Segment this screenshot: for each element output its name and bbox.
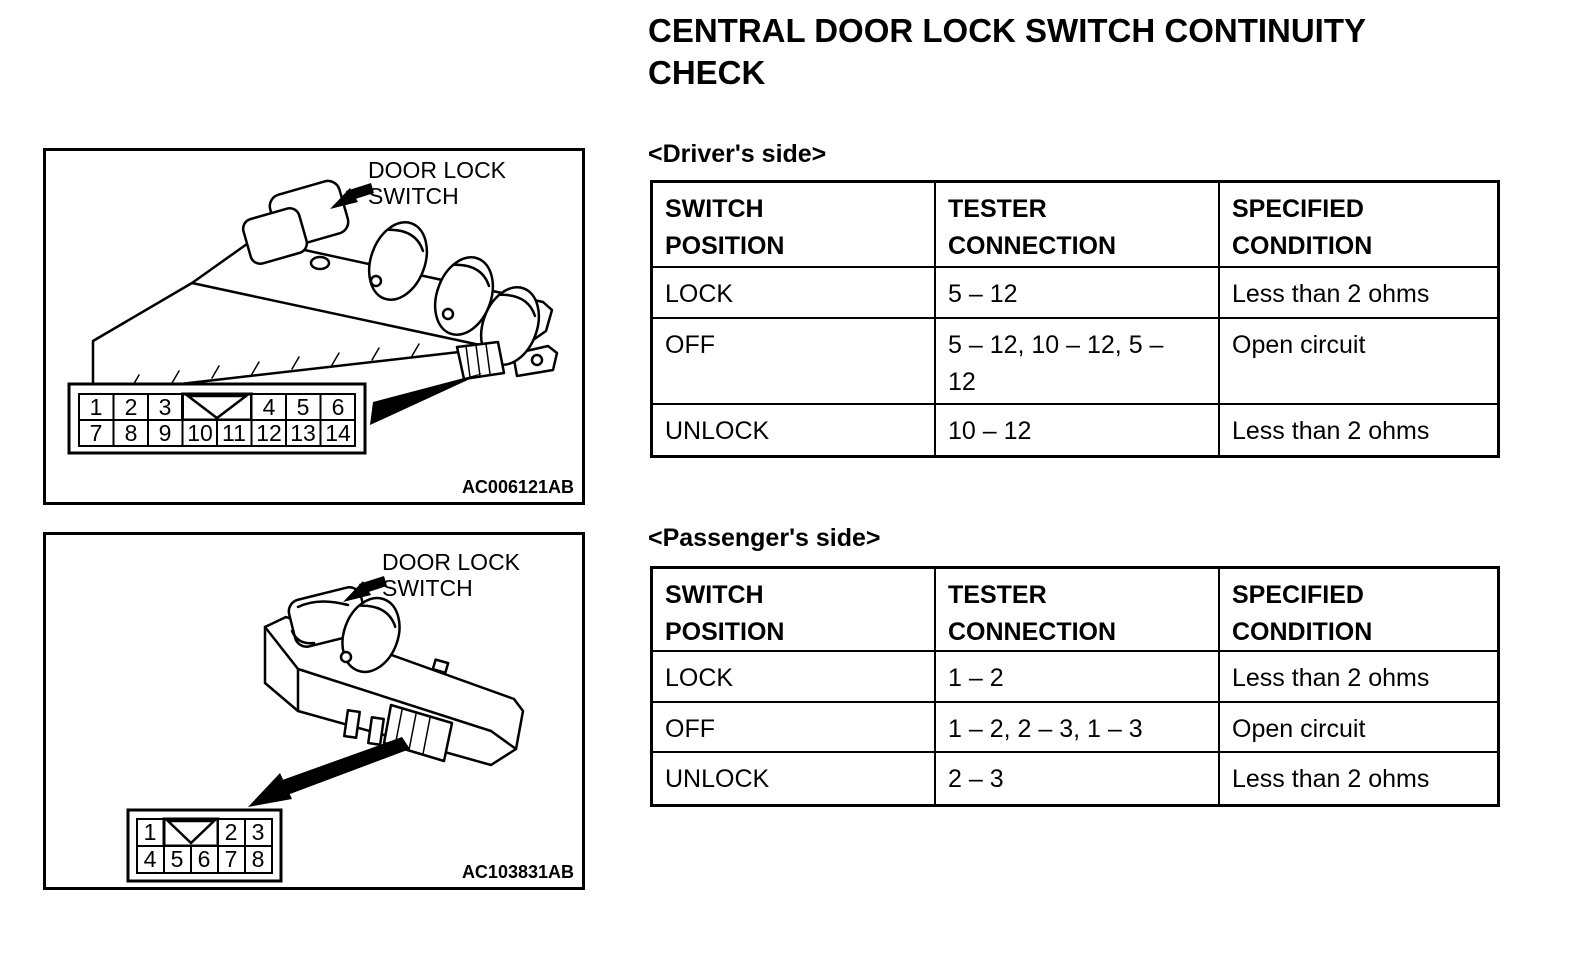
pin-number: 12 bbox=[256, 420, 282, 446]
pin-number: 4 bbox=[263, 394, 276, 420]
column-header: SWITCH POSITION bbox=[653, 569, 936, 652]
pin-number: 8 bbox=[125, 420, 138, 446]
pin-number: 11 bbox=[222, 420, 246, 446]
pin-number: 13 bbox=[290, 420, 316, 446]
label-arrow-icon bbox=[343, 576, 387, 602]
table-cell-specified-condition: Open circuit bbox=[1220, 319, 1497, 405]
label-arrow-icon bbox=[330, 183, 374, 209]
passenger-side-heading: <Passenger's side> bbox=[648, 524, 881, 552]
page-title-line1: CENTRAL DOOR LOCK SWITCH CONTINUITY bbox=[648, 12, 1367, 49]
figure-caption: AC006121AB bbox=[461, 477, 574, 497]
passenger-continuity-table: SWITCH POSITION TESTER CONNECTION SPECIF… bbox=[650, 566, 1500, 807]
driver-continuity-table: SWITCH POSITION TESTER CONNECTION SPECIF… bbox=[650, 180, 1500, 458]
pin-number: 6 bbox=[332, 394, 345, 420]
column-header: SPECIFIED CONDITION bbox=[1220, 569, 1497, 652]
figure-passenger-switch: 1 2 3 4 5 6 7 8 DOOR LOCK SWITCH AC10383… bbox=[43, 532, 585, 890]
connector-pin-diagram: 1 2 3 4 5 6 7 8 bbox=[126, 808, 283, 883]
keyway-notch-icon bbox=[184, 394, 250, 420]
pin-number: 9 bbox=[159, 420, 172, 446]
switch-assembly-drawing bbox=[91, 179, 559, 396]
column-header: TESTER CONNECTION bbox=[936, 183, 1220, 268]
pin-number: 5 bbox=[297, 394, 310, 420]
pin-number: 8 bbox=[252, 846, 265, 872]
pin-number: 2 bbox=[225, 819, 238, 845]
pointer-arrow-icon bbox=[370, 373, 483, 425]
table-cell-switch-position: UNLOCK bbox=[653, 405, 936, 455]
table-cell-specified-condition: Less than 2 ohms bbox=[1232, 765, 1430, 793]
pin-number: 7 bbox=[225, 846, 238, 872]
page-title-line2: CHECK bbox=[648, 54, 766, 91]
keyway-notch-icon bbox=[164, 819, 218, 845]
table-cell-specified-condition: Open circuit bbox=[1220, 703, 1497, 753]
table-cell-specified-condition: Less than 2 ohms bbox=[1220, 652, 1497, 703]
table-cell-switch-position: OFF bbox=[653, 703, 936, 753]
door-lock-switch-label: DOOR LOCK SWITCH bbox=[382, 549, 521, 601]
door-lock-switch-label: DOOR LOCK SWITCH bbox=[368, 157, 507, 209]
pointer-arrow-icon bbox=[248, 737, 410, 807]
pin-number: 5 bbox=[171, 846, 184, 872]
table-cell-specified-condition: Less than 2 ohms bbox=[1232, 417, 1430, 445]
table-cell-switch-position: LOCK bbox=[653, 268, 936, 319]
pin-number: 10 bbox=[187, 420, 213, 446]
page-title: CENTRAL DOOR LOCK SWITCH CONTINUITY CHEC… bbox=[648, 10, 1478, 94]
pin-number: 1 bbox=[90, 394, 103, 420]
passenger-switch-illustration: 1 2 3 4 5 6 7 8 bbox=[126, 576, 525, 883]
pin-number: 6 bbox=[198, 846, 211, 872]
column-header: TESTER CONNECTION bbox=[936, 569, 1220, 652]
pin-number: 7 bbox=[90, 420, 103, 446]
table-cell-tester-connection: 1 – 2 bbox=[936, 652, 1220, 703]
figure-caption: AC103831AB bbox=[461, 862, 574, 882]
table-cell-tester-connection: 1 – 2, 2 – 3, 1 – 3 bbox=[936, 703, 1220, 753]
table-cell-switch-position: LOCK bbox=[653, 652, 936, 703]
pin-number: 3 bbox=[252, 819, 265, 845]
driver-switch-illustration: 1 2 3 4 5 6 7 8 9 10 11 12 13 14 bbox=[67, 179, 559, 455]
driver-side-heading: <Driver's side> bbox=[648, 140, 827, 168]
table-cell-switch-position: UNLOCK bbox=[653, 753, 936, 804]
pin-number: 14 bbox=[325, 420, 351, 446]
table-cell-specified-condition: Less than 2 ohms bbox=[1220, 268, 1497, 319]
column-header: SPECIFIED CONDITION bbox=[1220, 183, 1497, 268]
figure-driver-switch: 1 2 3 4 5 6 7 8 9 10 11 12 13 14 DOOR LO… bbox=[43, 148, 585, 505]
table-cell-switch-position: OFF bbox=[653, 319, 936, 405]
pin-number: 2 bbox=[125, 394, 138, 420]
switch-assembly-drawing bbox=[263, 586, 525, 767]
column-header: SWITCH POSITION bbox=[653, 183, 936, 268]
connector-pin-diagram: 1 2 3 4 5 6 7 8 9 10 11 12 13 14 bbox=[67, 382, 367, 455]
table-cell-tester-connection: 2 – 3 bbox=[936, 753, 1220, 804]
table-cell-tester-connection: 10 – 12 bbox=[936, 405, 1220, 455]
table-cell-tester-connection: 5 – 12 bbox=[936, 268, 1220, 319]
pin-number: 1 bbox=[144, 819, 157, 845]
pin-number: 4 bbox=[144, 846, 157, 872]
pin-number: 3 bbox=[159, 394, 172, 420]
connector-socket-drawing bbox=[455, 340, 506, 381]
table-cell-tester-connection: 5 – 12, 10 – 12, 5 – 12 bbox=[936, 319, 1220, 405]
